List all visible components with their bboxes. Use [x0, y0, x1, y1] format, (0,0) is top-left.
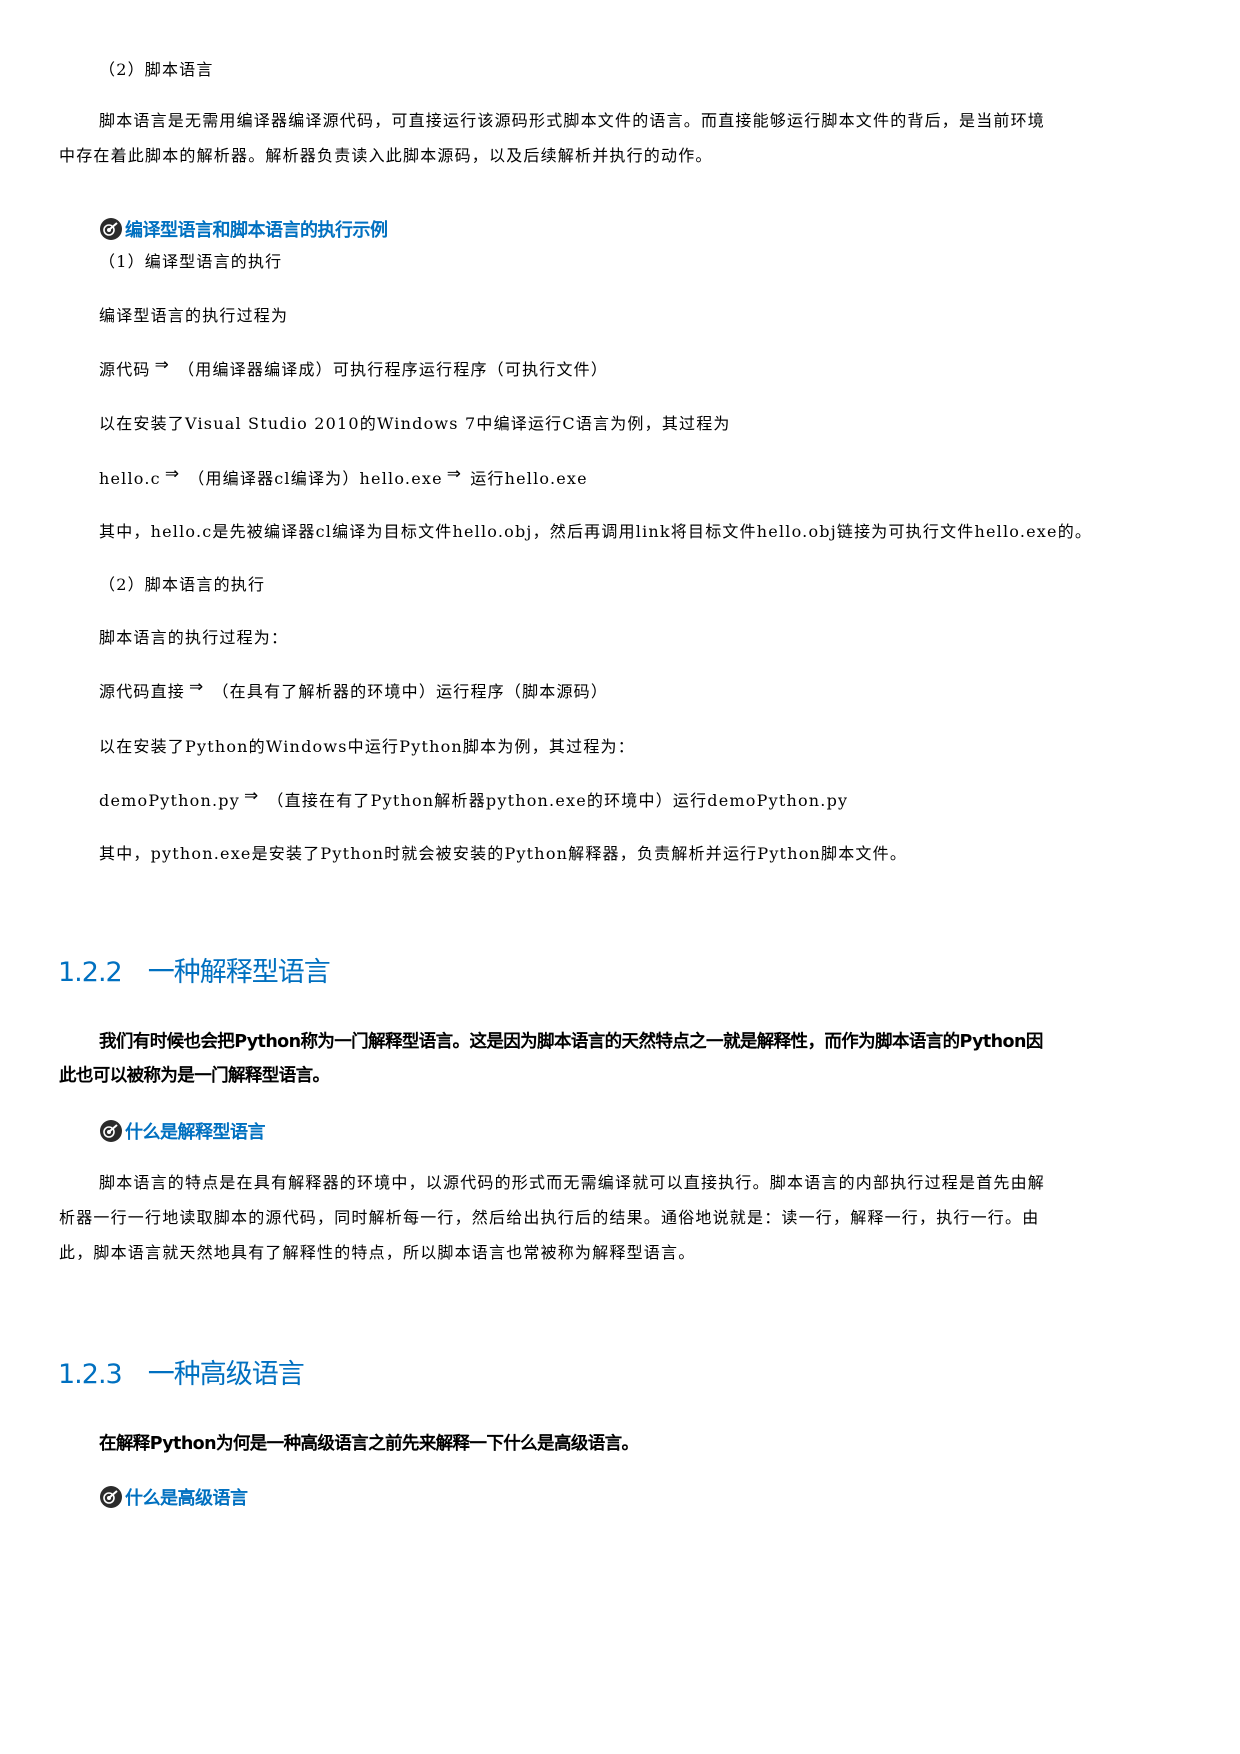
flow-step: 源代码直接	[99, 682, 186, 701]
target-badge-icon	[99, 1485, 123, 1509]
paragraph-line: 此，脚本语言就天然地具有了解释性的特点，所以脚本语言也常被称为解释型语言。	[59, 1243, 696, 1262]
flow-step: （用编译器cl编译为）hello.exe	[188, 469, 443, 488]
section-heading-1-2-3: 1.2.3 一种高级语言	[58, 1352, 305, 1391]
subheading-what-is-interpreted: 什么是解释型语言	[99, 1118, 266, 1144]
subheading-label: 什么是解释型语言	[125, 1122, 266, 1143]
arrow-icon: ⇒	[154, 355, 171, 375]
flow-step: （直接在有了Python解析器python.exe的环境中）运行demoPyth…	[267, 791, 849, 810]
section-title: 一种解释型语言	[147, 957, 331, 988]
flow-line: 源代码⇒ （用编译器编译成）可执行程序运行程序（可执行文件）	[99, 355, 609, 382]
paragraph-line: 脚本语言是无需用编译器编译源代码，可直接运行该源码形式脚本文件的语言。而直接能够…	[99, 111, 1046, 130]
section-title: 一种高级语言	[147, 1359, 305, 1390]
paragraph-line: 此也可以被称为是一门解释型语言。	[59, 1066, 330, 1086]
paragraph-line: 脚本语言的特点是在具有解释器的环境中，以源代码的形式而无需编译就可以直接执行。脚…	[99, 1173, 1046, 1192]
target-badge-icon	[99, 217, 123, 241]
list-item-heading: （2）脚本语言的执行	[99, 575, 266, 594]
list-item-heading: （2）脚本语言	[99, 60, 214, 79]
paragraph-line: 我们有时候也会把Python称为一门解释型语言。这是因为脚本语言的天然特点之一就…	[99, 1032, 1043, 1052]
subheading-execution-examples: 编译型语言和脚本语言的执行示例	[99, 216, 388, 242]
subheading-label: 什么是高级语言	[125, 1488, 248, 1509]
target-badge-icon	[99, 1119, 123, 1143]
flow-line: demoPython.py⇒ （直接在有了Python解析器python.exe的…	[99, 786, 849, 813]
paragraph-line: 脚本语言的执行过程为：	[99, 628, 289, 647]
subheading-label: 编译型语言和脚本语言的执行示例	[125, 220, 388, 241]
arrow-icon: ⇒	[446, 464, 463, 484]
section-heading-1-2-2: 1.2.2 一种解释型语言	[58, 950, 331, 989]
arrow-icon: ⇒	[164, 464, 181, 484]
subheading-what-is-high-level: 什么是高级语言	[99, 1484, 248, 1510]
flow-step: hello.c	[99, 469, 161, 488]
paragraph-line: 以在安装了Visual Studio 2010的Windows 7中编译运行C语…	[99, 414, 731, 433]
paragraph-line: 中存在着此脚本的解析器。解析器负责读入此脚本源码，以及后续解析并执行的动作。	[59, 146, 713, 165]
flow-step: 运行hello.exe	[470, 469, 588, 488]
flow-step: （用编译器编译成）可执行程序运行程序（可执行文件）	[178, 360, 609, 379]
flow-step: （在具有了解析器的环境中）运行程序（脚本源码）	[212, 682, 609, 701]
section-number: 1.2.3	[58, 1359, 123, 1390]
flow-step: demoPython.py	[99, 791, 240, 810]
paragraph-line: 其中，hello.c是先被编译器cl编译为目标文件hello.obj，然后再调用…	[99, 522, 1093, 541]
flow-line: hello.c⇒（用编译器cl编译为）hello.exe⇒运行hello.exe	[99, 464, 588, 491]
section-number: 1.2.2	[58, 957, 123, 988]
flow-line: 源代码直接⇒ （在具有了解析器的环境中）运行程序（脚本源码）	[99, 677, 609, 704]
list-item-heading: （1）编译型语言的执行	[99, 252, 283, 271]
paragraph-line: 析器一行一行地读取脚本的源代码，同时解析每一行，然后给出执行后的结果。通俗地说就…	[59, 1208, 1040, 1227]
paragraph-line: 编译型语言的执行过程为	[99, 306, 289, 325]
flow-step: 源代码	[99, 360, 151, 379]
arrow-icon: ⇒	[189, 677, 205, 697]
paragraph-line: 以在安装了Python的Windows中运行Python脚本为例，其过程为：	[99, 737, 635, 756]
paragraph-line: 在解释Python为何是一种高级语言之前先来解释一下什么是高级语言。	[99, 1434, 639, 1454]
arrow-icon: ⇒	[243, 786, 260, 806]
paragraph-line: 其中，python.exe是安装了Python时就会被安装的Python解释器，…	[99, 844, 908, 863]
